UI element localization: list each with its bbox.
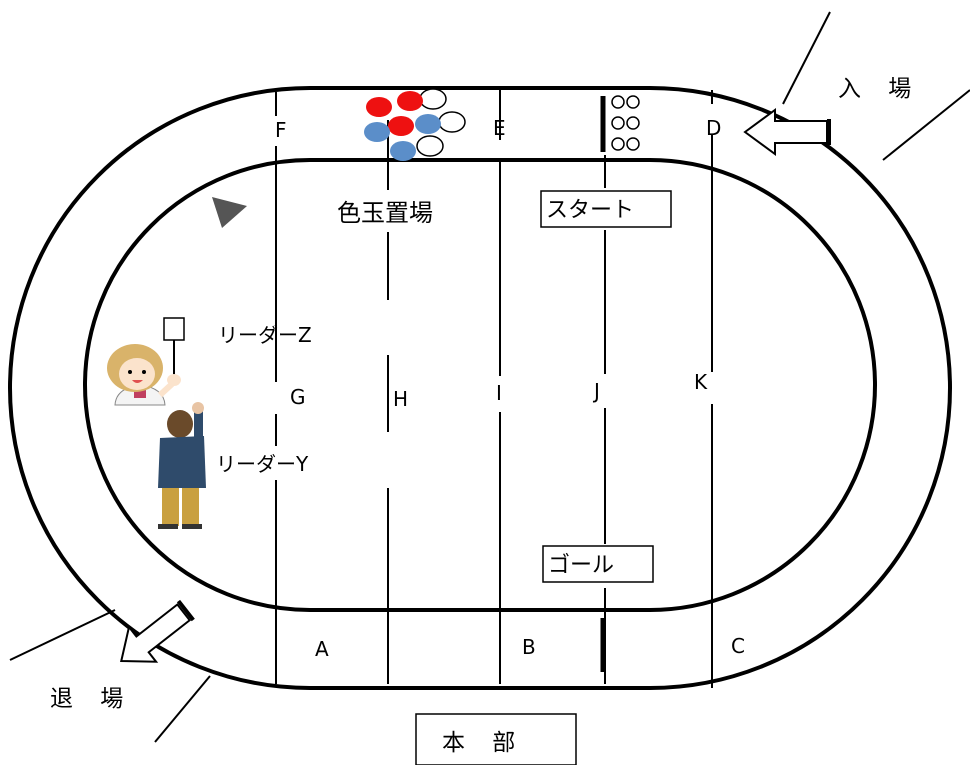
white-ball bbox=[419, 88, 447, 110]
arrow-left-icon bbox=[743, 108, 831, 156]
marker-circle bbox=[626, 137, 640, 151]
track-outer-edge bbox=[8, 86, 952, 690]
girl-bow bbox=[134, 390, 146, 398]
girl-eye bbox=[142, 370, 146, 374]
lane-lines bbox=[275, 90, 713, 688]
colored-balls bbox=[364, 88, 466, 161]
girl-arm bbox=[157, 381, 175, 398]
exit-arrow-tail bbox=[176, 599, 195, 622]
exit-line-right bbox=[154, 675, 211, 743]
blue-ball bbox=[390, 141, 416, 161]
girl-holding-sign-icon bbox=[107, 317, 185, 406]
man-pants-left bbox=[162, 488, 179, 526]
blue-ball bbox=[415, 114, 441, 134]
point-label-k: K bbox=[694, 370, 708, 394]
point-label-d: D bbox=[706, 116, 721, 140]
headquarters-label: 本 部 bbox=[442, 730, 525, 756]
entrance-arrow-shape bbox=[743, 108, 828, 156]
track-inner-edge bbox=[83, 158, 877, 612]
leader-y-label: リーダーY bbox=[216, 452, 309, 476]
man-shoe bbox=[158, 524, 178, 529]
goal-label: ゴール bbox=[548, 553, 614, 578]
entrance-label: 入 場 bbox=[838, 76, 921, 102]
point-label-j: J bbox=[592, 379, 600, 403]
girl-mouth bbox=[132, 380, 143, 383]
marker-circle bbox=[611, 137, 625, 151]
entrance-line-left bbox=[782, 11, 831, 105]
gate-lines bbox=[9, 11, 970, 743]
start-box bbox=[540, 190, 672, 228]
exit-label: 退 場 bbox=[50, 686, 133, 712]
headquarters-box bbox=[415, 713, 577, 765]
point-label-g: G bbox=[290, 385, 306, 409]
exit-arrow-shape bbox=[120, 603, 192, 663]
marker-circle bbox=[626, 95, 640, 109]
ball-area-label: 色玉置場 bbox=[337, 199, 433, 227]
red-ball bbox=[366, 97, 392, 117]
red-ball bbox=[388, 116, 414, 136]
entrance-line-right bbox=[882, 89, 970, 161]
man-raised-arm bbox=[194, 410, 203, 440]
leader-z-label: リーダーZ bbox=[218, 323, 312, 347]
point-label-c: C bbox=[731, 634, 745, 658]
triangle-flag-icon bbox=[212, 197, 247, 228]
man-pants-right bbox=[182, 488, 199, 526]
blue-ball bbox=[364, 122, 390, 142]
start-label: スタート bbox=[546, 198, 634, 223]
man-hand bbox=[192, 402, 204, 414]
white-ball bbox=[438, 111, 466, 133]
man-jacket bbox=[158, 436, 206, 488]
start-markers bbox=[611, 95, 640, 151]
marker-circle bbox=[626, 116, 640, 130]
man-raising-hand-icon bbox=[158, 402, 206, 529]
man-head bbox=[167, 410, 193, 438]
red-ball bbox=[397, 91, 423, 111]
man-shoe bbox=[182, 524, 202, 529]
point-label-f: F bbox=[275, 118, 287, 142]
arrow-down-left-icon bbox=[120, 599, 195, 663]
point-label-a: A bbox=[315, 637, 329, 661]
sign-board bbox=[163, 317, 185, 341]
point-label-b: B bbox=[522, 635, 536, 659]
exit-line-left bbox=[9, 609, 116, 661]
white-ball bbox=[416, 135, 444, 157]
point-label-h: H bbox=[393, 387, 408, 411]
goal-box bbox=[542, 545, 654, 583]
girl-eye bbox=[128, 370, 132, 374]
marker-circle bbox=[611, 95, 625, 109]
point-label-e: E bbox=[493, 116, 506, 140]
marker-circle bbox=[611, 116, 625, 130]
point-label-i: I bbox=[496, 381, 502, 405]
track bbox=[8, 86, 952, 690]
girl-face bbox=[119, 358, 155, 390]
